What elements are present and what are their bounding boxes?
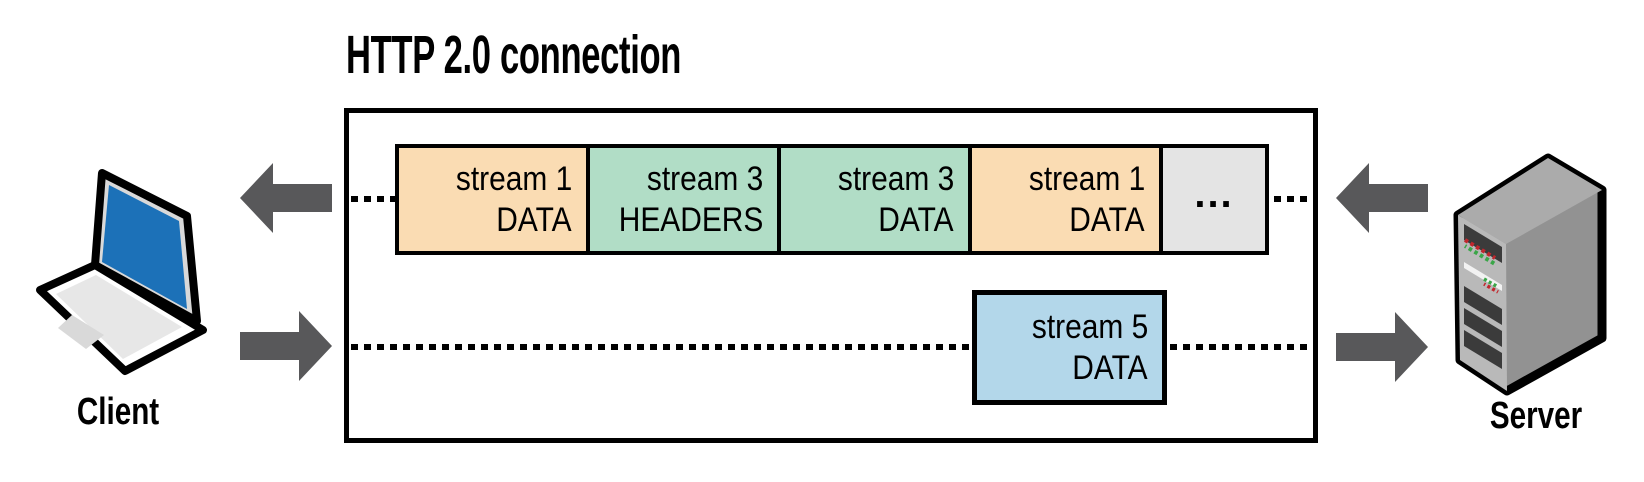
request-arrow-client-icon	[240, 311, 332, 381]
frame-type-label: DATA	[1072, 348, 1148, 387]
bottom-lane-dotted-line	[351, 344, 1311, 350]
frame-type-label: HEADERS	[618, 200, 763, 239]
client-label: Client	[76, 391, 160, 433]
frame-stream-label: stream 1	[455, 159, 572, 198]
frame-stream-label: stream 1	[1028, 159, 1145, 198]
response-arrow-server-icon	[1336, 163, 1428, 233]
frame-stream-label: stream 3	[837, 159, 954, 198]
ellipsis-text: ...	[1194, 171, 1234, 216]
frame-stream-label: stream 5	[1031, 307, 1148, 346]
top-lane-frames-row: stream 1 DATA stream 3 HEADERS stream 3 …	[395, 144, 1269, 255]
frame-type-label: DATA	[496, 200, 572, 239]
diagram-title: HTTP 2.0 connection	[346, 25, 682, 85]
frame-type-label: DATA	[1069, 200, 1145, 239]
request-arrow-server-icon	[1336, 312, 1428, 382]
client-laptop-icon	[36, 169, 207, 375]
frame-ellipsis: ...	[1159, 144, 1269, 255]
frame-stream1-data-2: stream 1 DATA	[968, 144, 1163, 255]
frame-stream5-data: stream 5 DATA	[972, 290, 1167, 405]
frame-stream-label: stream 3	[646, 159, 763, 198]
frame-stream1-data-1: stream 1 DATA	[395, 144, 590, 255]
server-label: Server	[1489, 395, 1583, 437]
server-tower-icon	[1453, 153, 1607, 396]
frame-type-label: DATA	[878, 200, 954, 239]
frame-stream3-headers: stream 3 HEADERS	[586, 144, 781, 255]
frame-stream3-data: stream 3 DATA	[777, 144, 972, 255]
response-arrow-client-icon	[240, 163, 332, 233]
